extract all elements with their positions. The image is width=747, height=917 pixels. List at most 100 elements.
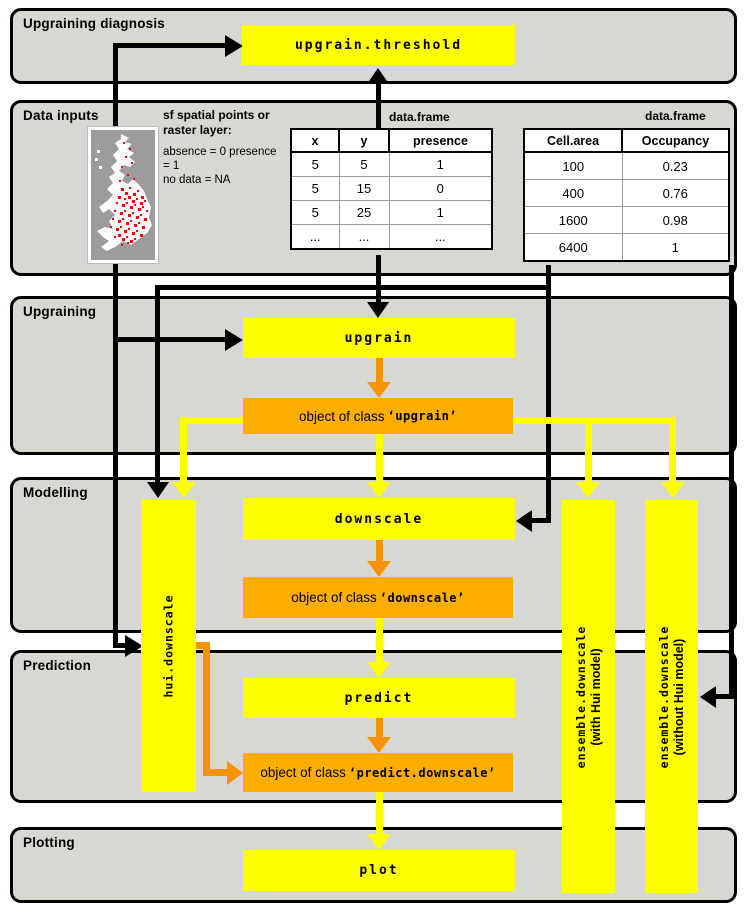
flow-table2-to-ensemble-line <box>729 265 734 699</box>
plot-box: plot <box>243 850 515 891</box>
spatial-note-body: absence = 0 presence = 1 no data = NA <box>163 146 277 186</box>
downscale-object-prefix: object of class <box>291 590 377 605</box>
panel-title-plotting: Plotting <box>23 835 75 850</box>
flow-upgrain-to-object <box>375 358 383 382</box>
cell: 5 <box>338 151 390 177</box>
flow-upgrainobj-to-hui-vertical <box>180 417 187 482</box>
arrowhead-into-predict-top <box>367 662 391 678</box>
cell: 5 <box>290 176 340 201</box>
column-header: Cell.area <box>523 128 623 153</box>
arrowhead-into-predict-object <box>367 737 391 753</box>
ensemble-with-sub: (with Hui model) <box>588 647 603 746</box>
table-row: 6400 1 <box>523 233 730 262</box>
column-header: presence <box>388 128 493 153</box>
cell: 25 <box>338 200 390 225</box>
cell: 0.98 <box>621 206 730 234</box>
cell: 100 <box>523 151 623 180</box>
upgrain-label: upgrain <box>344 330 414 346</box>
arrowhead-into-hui-downscale-top <box>146 482 169 498</box>
occupancy-table: Cell.area Occupancy 100 0.23 400 0.76 16… <box>523 128 730 262</box>
arrowhead-up-into-upgrain-threshold <box>367 68 389 84</box>
column-header: x <box>290 128 340 153</box>
downscale-label: downscale <box>334 511 424 527</box>
ensemble-with-hui-box: ensemble.downscale (with Hui model) <box>562 500 615 893</box>
downscale-object-class: ‘downscale’ <box>379 590 465 605</box>
arrowhead-into-hui-downscale-left <box>125 634 143 657</box>
table2-caption: data.frame <box>645 109 706 123</box>
upgrain-threshold-box: upgrain.threshold <box>242 25 515 65</box>
arrowhead-into-ensemble-without-top <box>660 482 685 498</box>
upgrain-object-box: object of class ‘upgrain’ <box>243 398 513 434</box>
flow-table1-to-threshold-line <box>375 84 381 128</box>
uk-distribution-map <box>88 127 158 263</box>
ensemble-without-sub: (without Hui model) <box>671 638 686 755</box>
cell: 1 <box>621 233 730 262</box>
cell: 1 <box>388 200 493 225</box>
predict-object-prefix: object of class <box>260 765 346 780</box>
flow-to-hui-vertical-line <box>155 285 160 482</box>
flow-upgrainobj-to-downscale <box>375 433 383 482</box>
arrowhead-into-downscale-object <box>367 561 391 577</box>
table1-caption: data.frame <box>389 110 450 124</box>
arrowhead-into-ensemble-without-right <box>700 685 716 708</box>
cell: 0.23 <box>621 151 730 180</box>
cell: ... <box>338 224 390 250</box>
cell: 1600 <box>523 206 623 234</box>
arrowhead-into-upgrain-threshold <box>225 34 243 57</box>
arrowhead-into-downscale-right <box>516 509 532 532</box>
cell: 400 <box>523 179 623 207</box>
arrowhead-into-plot-top <box>367 834 391 850</box>
flow-table2-horizontal-line <box>155 285 551 290</box>
flow-upgrainobj-to-ensembles-horizontal <box>513 417 676 424</box>
panel-title-data-inputs: Data inputs <box>23 108 99 123</box>
table-row: 400 0.76 <box>523 179 730 207</box>
predict-box: predict <box>243 678 515 718</box>
table-row: 1600 0.98 <box>523 206 730 234</box>
predict-label: predict <box>344 690 414 706</box>
predict-object-box: object of class ‘predict.downscale’ <box>243 753 513 792</box>
ensemble-without-hui-box: ensemble.downscale (without Hui model) <box>645 500 698 893</box>
arrowhead-into-upgrain-object <box>367 382 391 398</box>
flow-downscale-to-object <box>375 540 383 561</box>
cell: 5 <box>290 200 340 225</box>
cell: 5 <box>290 151 340 177</box>
cell: ... <box>388 224 493 250</box>
predict-object-class: ‘predict.downscale’ <box>348 765 496 780</box>
hui-downscale-label: hui.downscale <box>161 594 175 698</box>
flow-table1-to-upgrain-line <box>375 255 381 302</box>
panel-title-modelling: Modelling <box>23 485 88 500</box>
panel-title-upgraining: Upgraining <box>23 304 97 319</box>
spatial-note-title: sf spatial points or raster layer: <box>163 108 270 137</box>
cell: 6400 <box>523 233 623 262</box>
flow-table2-to-downscale-line <box>546 265 551 523</box>
arrowhead-into-upgrain-left <box>225 328 243 351</box>
flow-left-to-upgrain-line <box>113 337 225 342</box>
arrowhead-into-downscale-top <box>367 482 391 498</box>
presence-table-header-row: x y presence <box>290 128 493 153</box>
occupancy-table-header-row: Cell.area Occupancy <box>523 128 730 153</box>
plot-label: plot <box>359 863 399 878</box>
flow-upgrainobj-to-hui-horizontal <box>180 417 243 424</box>
ensemble-without-name: ensemble.downscale <box>656 625 671 768</box>
panel-title-prediction: Prediction <box>23 658 92 673</box>
flow-ensemble-entry-line <box>716 694 732 699</box>
column-header: y <box>338 128 390 153</box>
presence-table: x y presence 5 5 1 5 15 0 5 25 1 ... ...… <box>290 128 493 250</box>
upgrain-threshold-label: upgrain.threshold <box>294 37 463 53</box>
flow-to-ensemble-without-vertical <box>669 417 676 482</box>
flow-predict-to-object <box>375 718 383 737</box>
upgrain-object-prefix: object of class <box>298 408 385 424</box>
flow-predictobj-to-plot <box>375 792 383 834</box>
downscale-box: downscale <box>243 498 515 540</box>
flow-to-ensemble-with-vertical <box>584 417 592 482</box>
table-row: 100 0.23 <box>523 151 730 180</box>
hui-downscale-box: hui.downscale <box>141 500 196 792</box>
arrowhead-into-ensemble-with-top <box>576 482 600 498</box>
flow-left-vertical-line <box>113 43 118 648</box>
spatial-input-note: sf spatial points or raster layer: absen… <box>163 108 295 187</box>
uk-map-image <box>91 130 155 260</box>
flow-left-to-threshold-line <box>113 43 225 48</box>
arrowhead-into-predictobj-left <box>227 760 243 785</box>
upgrain-box: upgrain <box>243 318 515 358</box>
table-row: ... ... ... <box>290 224 493 250</box>
